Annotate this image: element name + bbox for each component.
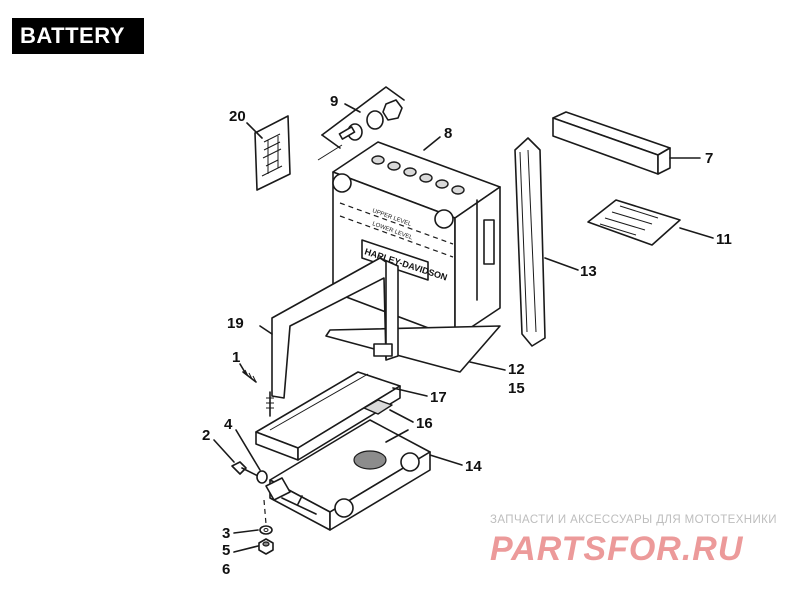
callout-8: 8: [444, 125, 452, 142]
callout-1: 1: [232, 349, 240, 366]
callout-14: 14: [465, 458, 482, 475]
watermark-tagline: ЗАПЧАСТИ И АКСЕССУАРЫ ДЛЯ МОТОТЕХНИКИ: [490, 514, 777, 526]
watermark-logo: PARTSFOR.RU: [490, 530, 744, 568]
part-12-15-pad: [325, 325, 501, 373]
leader-lines: [213, 103, 714, 553]
assembly-centerline: [263, 499, 267, 525]
part-3-washer: [259, 525, 273, 535]
callout-5-text: 5: [222, 542, 231, 559]
callout-3: 3: [222, 525, 230, 542]
part-19-bracket: [271, 257, 399, 399]
callout-12: 12: [508, 361, 525, 378]
part-13-strap: [514, 137, 546, 347]
callout-16: 16: [416, 415, 433, 432]
bracket-bolt: [266, 391, 274, 417]
callout-15: 15: [508, 380, 525, 397]
callout-19: 19: [227, 315, 244, 332]
part-7-bar: [552, 111, 671, 175]
part-14-tray: [265, 419, 431, 531]
callout-17: 17: [430, 389, 447, 406]
callout-2: 2: [202, 427, 210, 444]
callout-6-text: 6: [222, 561, 231, 578]
part-4-washer: [256, 470, 268, 484]
part-9-terminal-bolts: [317, 86, 405, 161]
callout-numbers: 20 9 8 7 11 13 12 15 19 1 17 16 14 2 4 3…: [202, 93, 732, 542]
callout-4: 4: [224, 416, 233, 433]
part-20-sticker: [254, 115, 291, 191]
part-16-small-pad: [363, 399, 393, 415]
callout-11: 11: [716, 231, 732, 248]
callout-7: 7: [705, 150, 713, 167]
callout-9: 9: [330, 93, 338, 110]
diagram-title: BATTERY: [12, 18, 144, 54]
callout-20: 20: [229, 108, 246, 125]
part-11-sheet: [587, 199, 681, 246]
part-5-nut: [258, 538, 274, 555]
callout-13: 13: [580, 263, 597, 280]
part-8-battery: UPPER LEVEL LOWER LEVEL HARLEY-DAVIDSON: [332, 141, 501, 339]
